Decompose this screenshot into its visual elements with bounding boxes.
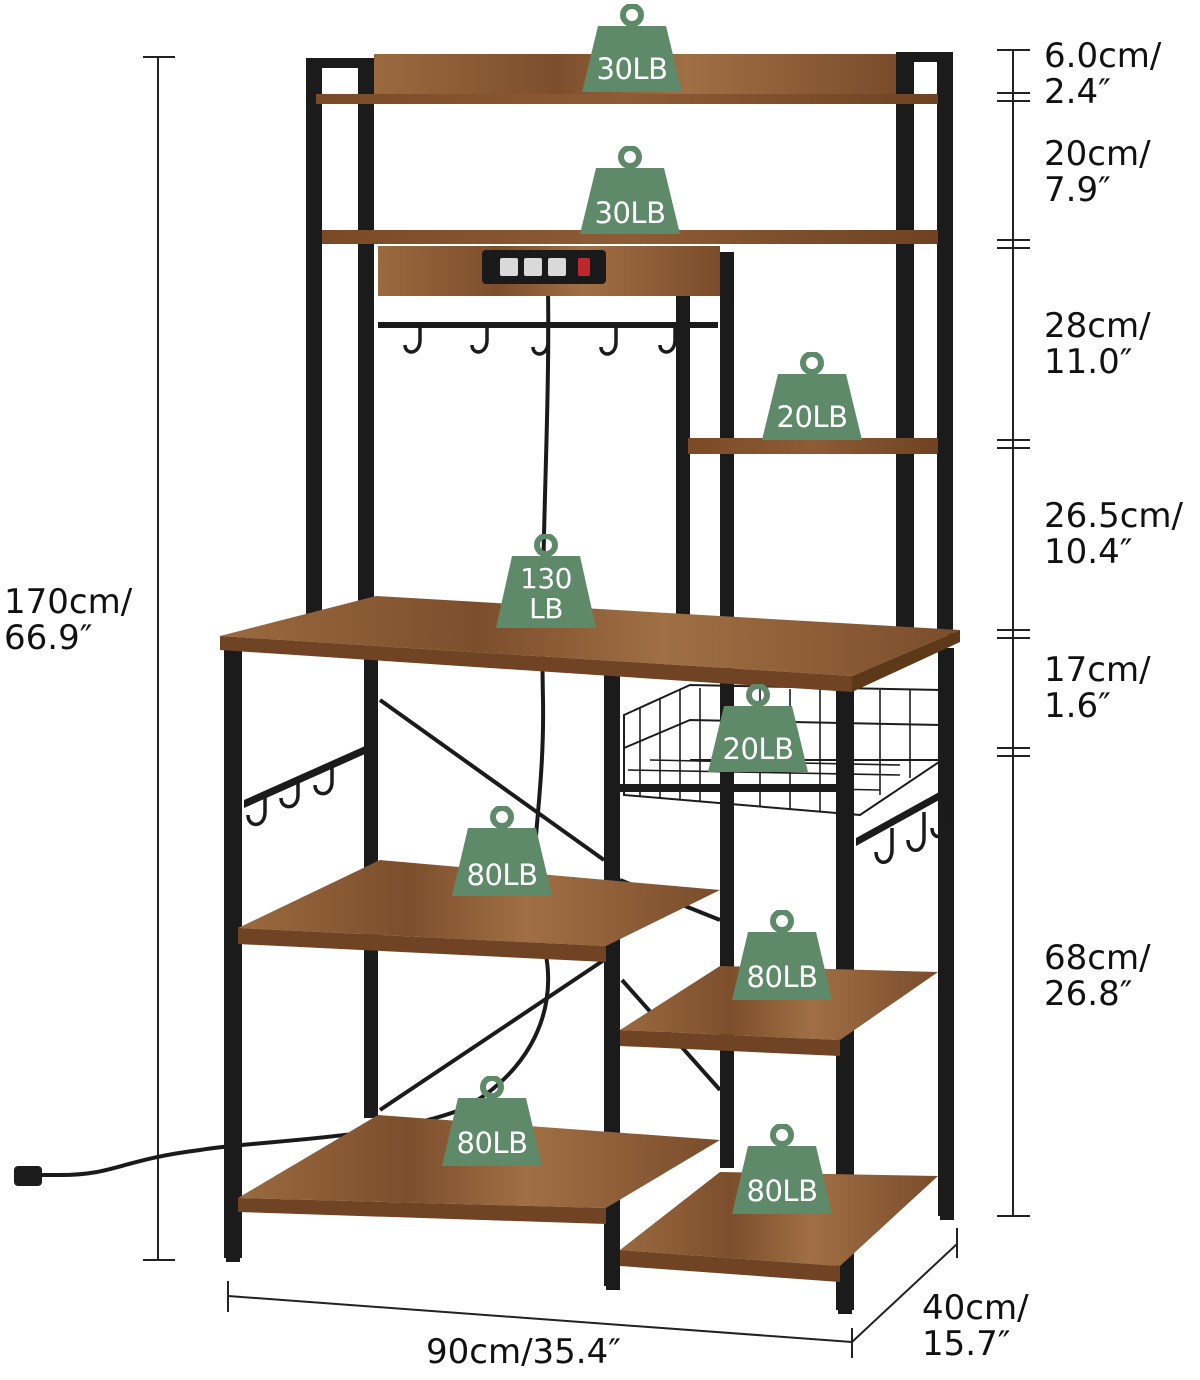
load-badge-bottom-left-shelf: 80LB bbox=[440, 1076, 544, 1168]
feet bbox=[226, 1214, 954, 1314]
height-dimension-line bbox=[143, 56, 175, 1261]
weight-icon bbox=[580, 146, 680, 234]
gap-label-6: 68cm/ 26.8″ bbox=[1044, 938, 1151, 1014]
weight-icon bbox=[452, 806, 552, 896]
weight-icon bbox=[496, 534, 596, 628]
load-badge-second-shelf: 30LB bbox=[578, 146, 682, 236]
total-height-label: 170cm/ 66.9″ bbox=[4, 582, 133, 658]
weight-icon bbox=[732, 1124, 832, 1214]
weight-icon bbox=[762, 352, 862, 440]
gap-label-5: 17cm/ 1.6″ bbox=[1044, 650, 1151, 726]
weight-icon bbox=[708, 684, 808, 772]
load-badge-middle-right-shelf: 80LB bbox=[730, 910, 834, 1002]
weight-icon bbox=[582, 4, 682, 92]
gap-label-1: 6.0cm/ 2.4″ bbox=[1044, 36, 1162, 112]
depth-label: 40cm/ 15.7″ bbox=[922, 1288, 1029, 1364]
load-badge-middle-left-shelf: 80LB bbox=[450, 806, 554, 898]
power-strip bbox=[482, 250, 606, 284]
load-badge-desktop: 130 LB bbox=[494, 534, 598, 630]
weight-icon bbox=[732, 910, 832, 1000]
hooks bbox=[246, 326, 948, 864]
width-dimension-line bbox=[227, 1281, 853, 1358]
gap-label-2: 20cm/ 7.9″ bbox=[1044, 134, 1151, 210]
wood-shelves bbox=[220, 54, 960, 1282]
gap-label-4: 26.5cm/ 10.4″ bbox=[1044, 496, 1183, 572]
power-cord bbox=[40, 289, 551, 1177]
power-plug bbox=[14, 1166, 42, 1186]
depth-dimension-line bbox=[851, 1228, 958, 1343]
gap-label-3: 28cm/ 11.0″ bbox=[1044, 306, 1151, 382]
gap-dimension-line bbox=[997, 49, 1030, 1217]
load-badge-side-shelf: 20LB bbox=[760, 352, 864, 442]
metal-frame bbox=[224, 52, 954, 1310]
load-badge-top-shelf: 30LB bbox=[580, 4, 684, 94]
width-label: 90cm/35.4″ bbox=[426, 1332, 621, 1372]
load-badge-basket: 20LB bbox=[706, 684, 810, 774]
load-badge-bottom-right-shelf: 80LB bbox=[730, 1124, 834, 1216]
weight-icon bbox=[442, 1076, 542, 1166]
